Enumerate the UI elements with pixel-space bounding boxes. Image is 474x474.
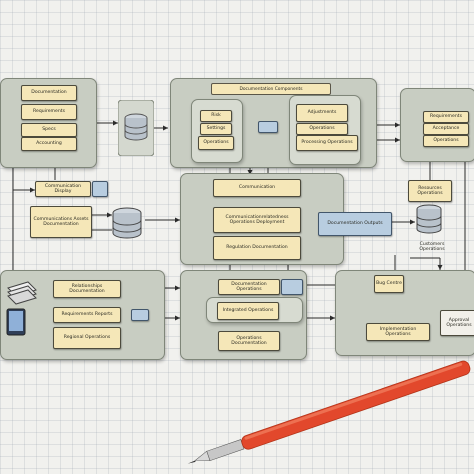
box-lm-0[interactable]: Communication Display <box>35 181 91 197</box>
box-br-1[interactable]: Approval Operations <box>440 310 474 336</box>
subpanel-bc: Integrated Operations <box>206 297 303 323</box>
box-bc-1[interactable]: Integrated Operations <box>217 302 279 320</box>
box-lm-1[interactable]: Communications Assets Documentation <box>30 206 92 238</box>
box-bl-1[interactable]: Requirements Reports <box>53 307 121 323</box>
box-cm-0[interactable]: Communication <box>213 179 301 197</box>
box-cm-2[interactable]: Regulation Documentation <box>213 236 301 260</box>
box-tr-2[interactable]: Operations <box>423 135 469 147</box>
panel-center-mid: Communication Communicationrelatedness O… <box>180 173 344 265</box>
panel-bottom-left: Relationships Documentation Requirements… <box>0 270 165 360</box>
box-rm-blue[interactable]: Documentation Outputs <box>318 212 392 236</box>
box-bl-0[interactable]: Relationships Documentation <box>53 280 121 298</box>
box-tc-l0[interactable]: Risk <box>200 110 232 122</box>
box-tc-r1[interactable]: Operations <box>296 123 348 135</box>
panel-top-center: Documentation Components Risk Settings O… <box>170 78 377 168</box>
box-tl-0[interactable]: Documentation <box>21 85 77 101</box>
subpanel-right: Adjustments Operations Processing Operat… <box>289 95 361 165</box>
box-tl-2[interactable]: Specs <box>21 123 77 137</box>
box-bc-0[interactable]: Documentation Operations <box>218 279 280 295</box>
box-tl-3[interactable]: Accounting <box>21 137 77 151</box>
header-top-center: Documentation Components <box>211 83 331 95</box>
panel-top-right: Requirements Acceptance Operations <box>400 88 474 162</box>
box-tr-1[interactable]: Acceptance <box>423 123 469 135</box>
box-rm-bottom: Customers Operations <box>419 241 445 252</box>
database-icon-2 <box>112 207 142 239</box>
tablet-icon <box>6 308 26 336</box>
box-bl-2[interactable]: Regional Operations <box>53 327 121 349</box>
document-stack-icon <box>7 281 37 305</box>
database-icon <box>118 100 154 156</box>
box-tc-r0[interactable]: Adjustments <box>296 104 348 122</box>
tag-blue-bl[interactable] <box>131 309 149 321</box>
box-tc-r2[interactable]: Processing Operations <box>296 135 358 151</box>
box-tr-0[interactable]: Requirements <box>423 111 469 123</box>
box-rm-top[interactable]: Resources Operations <box>408 180 452 202</box>
tag-blue-top[interactable] <box>258 121 278 133</box>
box-bc-2[interactable]: Operations Documentation <box>218 331 280 351</box>
box-tl-1[interactable]: Requirements <box>21 104 77 120</box>
box-br-2[interactable]: Implementation Operations <box>366 323 430 341</box>
box-cm-1[interactable]: Communicationrelatedness Operations Depl… <box>213 207 301 233</box>
subpanel-left: Risk Settings Operations <box>191 99 243 163</box>
box-tc-l1[interactable]: Settings <box>200 123 232 135</box>
panel-bottom-center: Documentation Operations Integrated Oper… <box>180 270 307 360</box>
tag-blue-bc[interactable] <box>281 279 303 295</box>
panel-top-left: Documentation Requirements Specs Account… <box>0 78 97 168</box>
box-tc-l2[interactable]: Operations <box>198 136 234 150</box>
box-br-0[interactable]: Bug Centre <box>374 275 404 293</box>
database-icon-3 <box>416 204 442 234</box>
small-blue-tag[interactable] <box>92 181 108 197</box>
